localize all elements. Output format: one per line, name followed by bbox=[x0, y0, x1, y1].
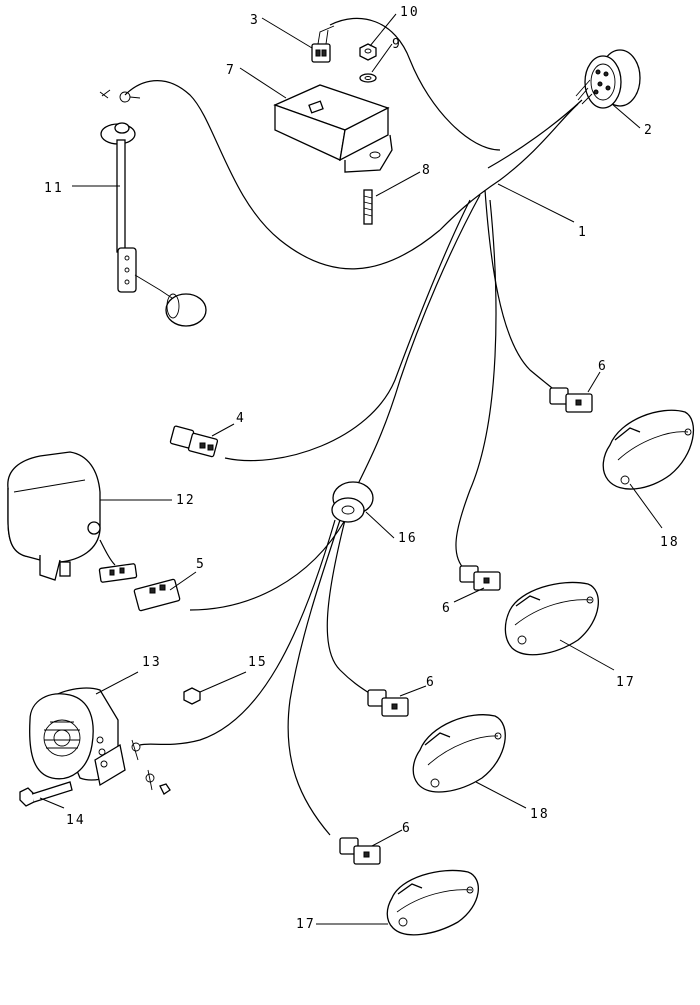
marker-lamp-part-18-lower bbox=[412, 714, 506, 793]
nut-part-15 bbox=[183, 687, 201, 705]
connector-part-4 bbox=[169, 425, 219, 458]
fuel-sender-part-11 bbox=[99, 89, 207, 327]
work-lamp-part-12 bbox=[7, 451, 101, 581]
marker-lamp-part-18-upper bbox=[602, 409, 695, 490]
callout-9: 9 bbox=[392, 37, 402, 52]
control-module-part-7 bbox=[273, 84, 393, 173]
callout-18-a: 18 bbox=[660, 535, 680, 550]
callout-13: 13 bbox=[142, 655, 162, 670]
callout-1: 1 bbox=[578, 225, 588, 240]
callout-12: 12 bbox=[176, 493, 196, 508]
callout-8: 8 bbox=[422, 163, 432, 178]
connector-part-5 bbox=[98, 563, 181, 612]
washer-part-9 bbox=[359, 73, 377, 83]
round-connector-part-2 bbox=[575, 49, 641, 109]
wiring-harness bbox=[99, 17, 583, 836]
terminals-horn bbox=[131, 739, 171, 795]
callout-6-a: 6 bbox=[598, 359, 608, 374]
grommet-part-16 bbox=[331, 481, 374, 523]
callout-17-a: 17 bbox=[616, 675, 636, 690]
plug-connector-part-3 bbox=[311, 25, 335, 63]
connector-part-6-d bbox=[339, 837, 381, 865]
callout-4: 4 bbox=[236, 411, 246, 426]
callout-3: 3 bbox=[250, 13, 260, 28]
callout-18-b: 18 bbox=[530, 807, 550, 822]
callout-labels: 1 2 3 4 5 6 6 6 6 7 8 9 10 11 12 13 14 1… bbox=[44, 5, 680, 932]
marker-lamp-part-17-lower bbox=[386, 869, 479, 936]
bolt-part-8 bbox=[363, 189, 373, 225]
nut-part-10 bbox=[359, 43, 377, 61]
leader-lines bbox=[39, 13, 663, 925]
callout-2: 2 bbox=[644, 123, 654, 138]
bolt-part-14 bbox=[19, 781, 73, 807]
connector-part-6-a bbox=[549, 387, 593, 413]
marker-lamp-part-17-upper bbox=[504, 581, 599, 656]
callout-7: 7 bbox=[226, 63, 236, 78]
callout-5: 5 bbox=[196, 557, 206, 572]
connector-part-6-b bbox=[459, 565, 501, 591]
callout-11: 11 bbox=[44, 181, 64, 196]
callout-6-d: 6 bbox=[402, 821, 412, 836]
callout-16: 16 bbox=[398, 531, 418, 546]
callout-6-c: 6 bbox=[426, 675, 436, 690]
callout-10: 10 bbox=[400, 5, 420, 20]
callout-14: 14 bbox=[66, 813, 86, 828]
horn-part-13 bbox=[29, 687, 126, 787]
connector-part-6-c bbox=[367, 689, 409, 717]
callout-17-b: 17 bbox=[296, 917, 316, 932]
callout-15: 15 bbox=[248, 655, 268, 670]
callout-6-b: 6 bbox=[442, 601, 452, 616]
